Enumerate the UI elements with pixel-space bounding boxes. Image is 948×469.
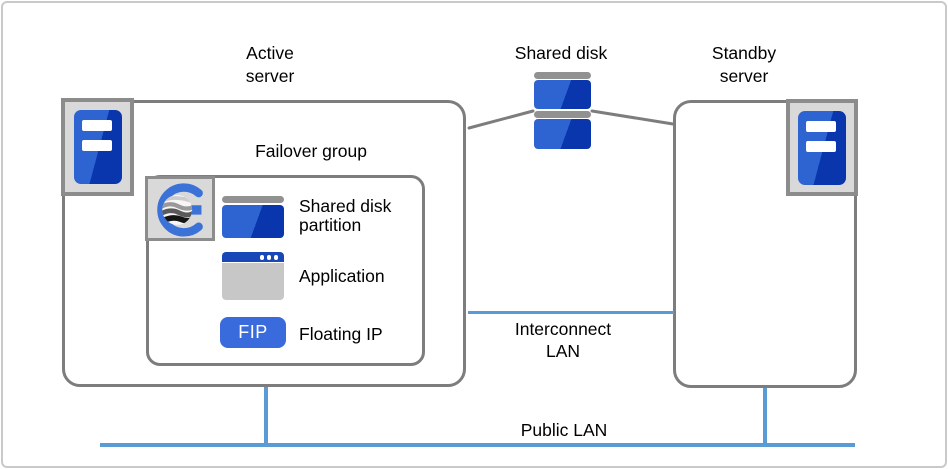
server-slot [81,120,112,131]
disk-body [222,205,284,238]
server-tower-icon [73,110,122,184]
app-window-body [222,263,284,300]
disk-body [534,119,591,149]
disk-to-active-line [467,109,535,130]
disk-to-standby-line [590,109,675,126]
public-lan-label: Public LAN [520,420,608,440]
server-slot [81,140,112,151]
application-label: Application [299,266,385,286]
interconnect-lan-line [468,311,674,314]
titlebar-dot [266,255,271,260]
server-tower-icon [798,110,846,185]
standby-server-badge [786,99,858,196]
active-to-public-lan-connector [264,387,268,445]
cluster-logo-badge [145,176,215,241]
server-slot [806,140,836,152]
application-icon [222,252,284,300]
fip-badge-label: FIP [238,322,268,342]
floating-ip-label: Floating IP [299,324,383,344]
disk-cap [534,72,591,79]
g-globe-logo-icon [157,182,203,237]
titlebar-dot [273,255,278,260]
fip-badge: FIP [220,317,286,348]
app-window-titlebar [222,252,284,262]
failover-group-label: Failover group [255,141,367,161]
active-server-label: Active server [245,43,295,86]
interconnect-lan-label: Interconnect LAN [514,319,612,361]
shared-disk-label: Shared disk [514,43,608,63]
disk-body [534,80,591,109]
shared-disk-icon [534,72,591,149]
disk-partition-icon [222,196,284,238]
standby-to-public-lan-connector [763,388,767,445]
public-lan-line [100,443,855,447]
disk-cap [534,111,591,118]
shared-disk-partition-label: Shared disk partition [299,196,392,235]
standby-server-label: Standby server [711,43,777,86]
active-server-badge [61,98,134,196]
titlebar-dot [259,255,264,260]
server-slot [806,120,836,132]
disk-cap [222,196,284,203]
